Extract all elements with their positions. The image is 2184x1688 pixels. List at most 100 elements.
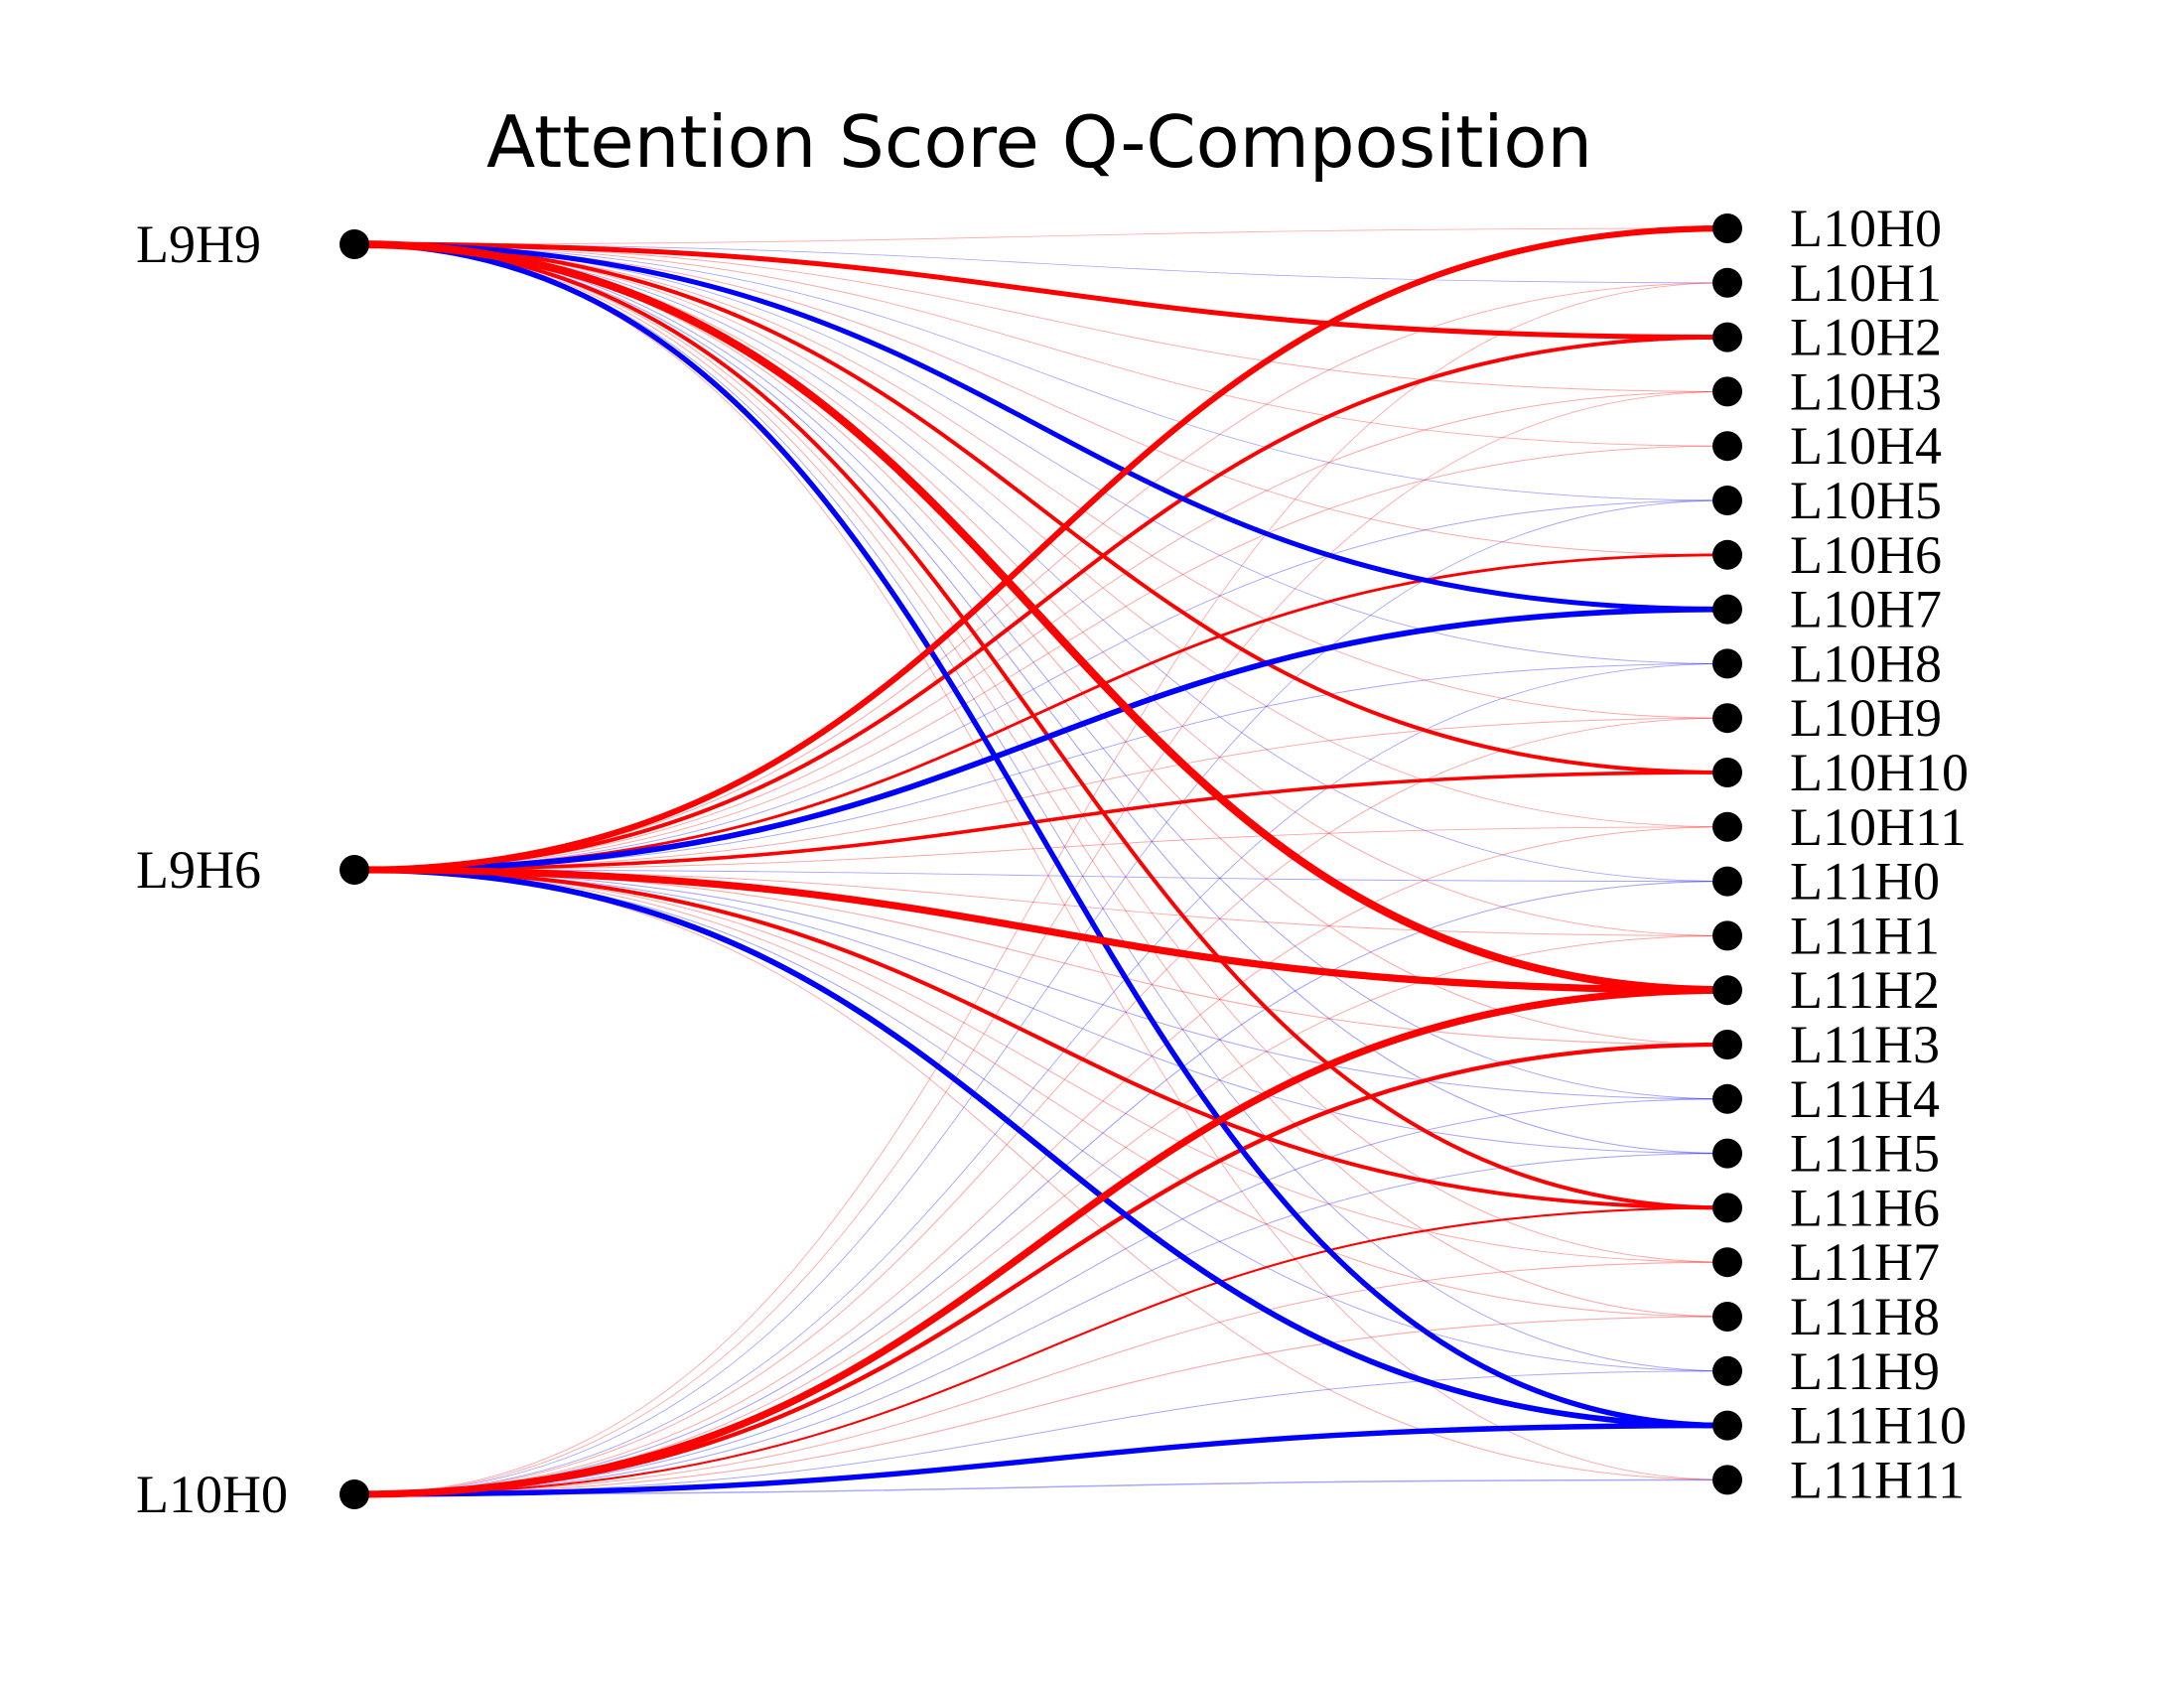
edge-l9h9-to-l10h3	[353, 243, 1728, 392]
target-node-l11h8	[1712, 1302, 1742, 1332]
edge-l9h6-to-l10h5	[353, 499, 1728, 871]
edge-l9h9-to-l11h7	[353, 243, 1728, 1263]
edge-l9h9-to-l11h5	[353, 243, 1728, 1155]
target-label-l11h2: L11H2	[1790, 960, 1940, 1020]
diagram-title: Attention Score Q-Composition	[486, 100, 1592, 184]
edge-l9h6-to-l10h3	[353, 390, 1728, 871]
target-node-l10h11	[1712, 811, 1742, 842]
edge-l9h9-to-l10h6	[353, 243, 1728, 556]
target-label-l11h3: L11H3	[1790, 1015, 1940, 1074]
edge-l10h0-to-l10h11	[353, 826, 1728, 1495]
target-label-l10h8: L10H8	[1790, 633, 1942, 693]
target-node-l11h3	[1712, 1030, 1742, 1059]
target-label-l10h5: L10H5	[1790, 471, 1942, 530]
edge-l10h0-to-l11h11	[353, 1478, 1728, 1495]
target-label-l11h9: L11H9	[1790, 1341, 1940, 1401]
edge-l10h0-to-l11h9	[353, 1370, 1728, 1495]
target-label-l11h10: L11H10	[1790, 1396, 1967, 1456]
edge-l9h6-to-l10h1	[353, 282, 1728, 871]
edge-l9h6-to-l10h8	[353, 662, 1728, 871]
target-node-l11h7	[1712, 1247, 1742, 1278]
edge-l9h9-to-l10h7	[351, 241, 1730, 613]
edge-l9h6-to-l11h2	[350, 866, 1731, 994]
edge-l10h0-to-l11h6	[352, 1206, 1729, 1496]
target-node-l10h3	[1712, 376, 1742, 407]
target-label-l10h9: L10H9	[1790, 688, 1942, 748]
edge-l9h9-to-l11h4	[353, 243, 1728, 1100]
target-node-l10h10	[1712, 758, 1742, 787]
edge-l10h0-to-l10h1	[353, 282, 1728, 1495]
edge-l9h9-to-l11h6	[352, 242, 1729, 1210]
source-label-l10h0: L10H0	[136, 1465, 288, 1524]
edge-l9h9-to-l11h2	[350, 240, 1731, 995]
target-label-l10h10: L10H10	[1790, 743, 1969, 802]
edge-l9h6-to-l11h9	[353, 869, 1728, 1372]
edge-l9h6-to-l10h2	[352, 335, 1729, 872]
target-label-l11h6: L11H6	[1790, 1178, 1940, 1237]
source-label-l9h6: L9H6	[136, 840, 261, 900]
target-node-l11h5	[1712, 1138, 1742, 1169]
edge-l10h0-to-l10h5	[353, 499, 1728, 1495]
target-node-l10h7	[1712, 594, 1742, 625]
target-label-l10h3: L10H3	[1790, 361, 1942, 421]
edge-l9h9-to-l10h11	[353, 243, 1728, 828]
edge-l9h9-to-l10h1	[353, 243, 1728, 284]
target-node-l10h6	[1712, 539, 1742, 570]
edge-l10h0-to-l11h2	[350, 986, 1731, 1498]
target-node-l11h9	[1712, 1355, 1742, 1386]
source-node-l10h0	[340, 1479, 369, 1509]
target-label-l10h4: L10H4	[1790, 416, 1942, 476]
edge-l10h0-to-l10h3	[353, 390, 1728, 1495]
edge-l9h6-to-l11h6	[352, 868, 1729, 1210]
target-label-l11h11: L11H11	[1790, 1450, 1965, 1509]
target-node-l11h10	[1712, 1410, 1742, 1441]
edge-l10h0-to-l11h0	[353, 881, 1728, 1495]
edge-l9h6-to-l10h9	[353, 717, 1728, 871]
target-label-l10h2: L10H2	[1790, 308, 1942, 367]
target-node-l10h1	[1712, 267, 1742, 298]
edge-l9h9-to-l11h9	[353, 243, 1728, 1372]
target-label-l11h4: L11H4	[1790, 1069, 1940, 1129]
edge-l9h9-to-l11h8	[353, 243, 1728, 1318]
edge-l9h6-to-l11h5	[353, 869, 1728, 1155]
edge-l9h9-to-l11h11	[353, 243, 1728, 1480]
edge-l9h6-to-l11h7	[353, 869, 1728, 1263]
edge-l9h6-to-l11h8	[353, 869, 1728, 1318]
target-label-l10h6: L10H6	[1790, 525, 1942, 585]
target-label-l10h7: L10H7	[1790, 580, 1942, 639]
edge-l10h0-to-l11h7	[353, 1261, 1728, 1495]
target-label-l11h0: L11H0	[1790, 852, 1940, 912]
edge-l10h0-to-l10h8	[353, 662, 1728, 1495]
target-label-l11h1: L11H1	[1790, 906, 1940, 965]
target-node-l11h0	[1712, 866, 1742, 897]
edge-l9h9-to-l10h4	[353, 243, 1728, 447]
target-node-l10h4	[1712, 431, 1742, 462]
target-node-l10h0	[1712, 213, 1742, 243]
edge-l9h9-to-l10h10	[352, 242, 1729, 774]
edge-l10h0-to-l10h9	[353, 717, 1728, 1495]
target-label-l11h5: L11H5	[1790, 1124, 1940, 1184]
target-label-l10h1: L10H1	[1790, 253, 1942, 313]
edge-l9h6-to-l11h4	[353, 869, 1728, 1100]
edge-l9h9-to-l10h2	[351, 241, 1730, 341]
edge-l9h6-to-l11h0	[353, 869, 1728, 883]
edge-l9h6-to-l11h10	[351, 867, 1730, 1429]
source-node-l9h9	[340, 229, 369, 259]
target-label-l11h8: L11H8	[1790, 1287, 1940, 1346]
edge-l9h6-to-l10h4	[353, 445, 1728, 871]
edge-l9h6-to-l10h7	[351, 606, 1730, 873]
edge-l9h9-to-l10h5	[353, 243, 1728, 501]
target-node-l11h1	[1712, 920, 1742, 951]
edge-l10h0-to-l11h5	[353, 1153, 1728, 1495]
edge-l9h9-to-l10h9	[353, 243, 1728, 719]
edges-layer	[350, 224, 1731, 1498]
target-node-l11h11	[1712, 1465, 1742, 1495]
edge-l10h0-to-l11h10	[351, 1422, 1730, 1497]
target-node-l11h4	[1712, 1083, 1742, 1114]
target-node-l10h9	[1712, 703, 1742, 734]
target-node-l11h6	[1712, 1193, 1742, 1223]
edge-l9h6-to-l10h10	[352, 771, 1729, 872]
edge-l9h9-to-l10h8	[353, 243, 1728, 664]
